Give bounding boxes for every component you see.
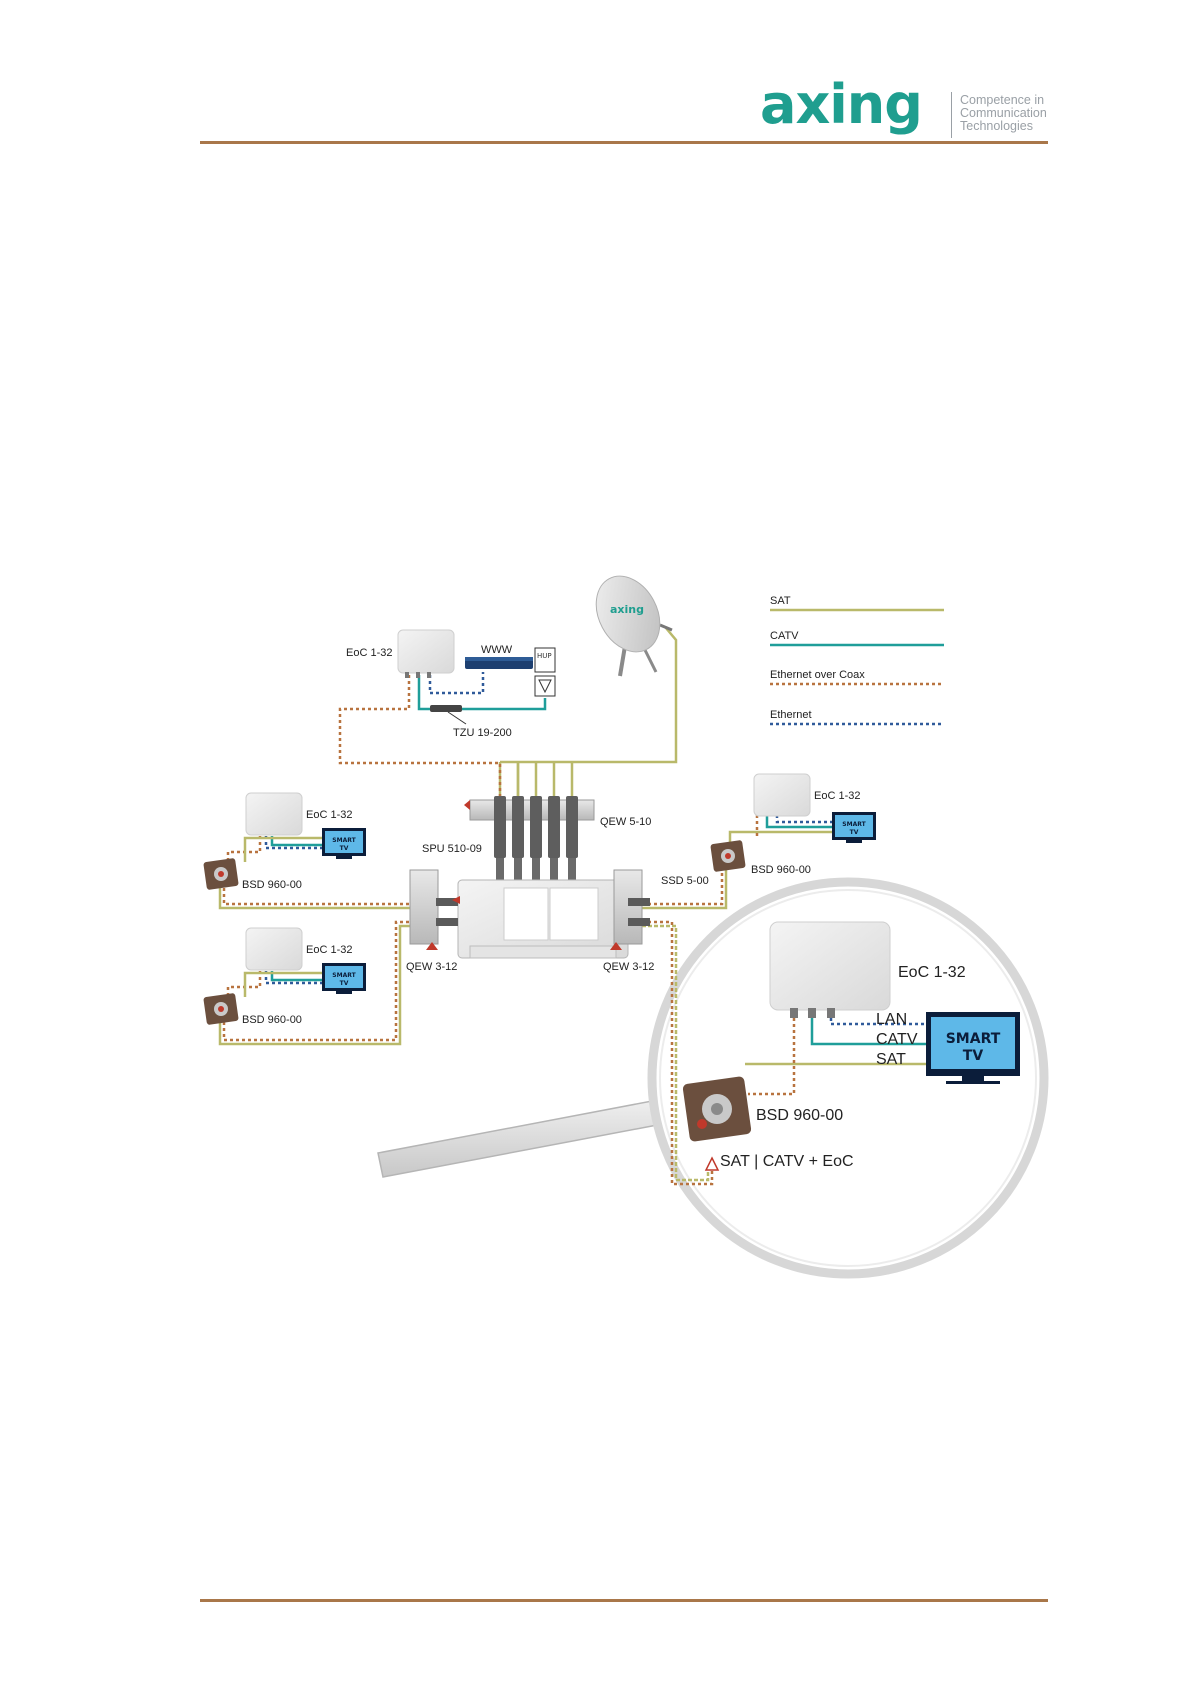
label-eoc-left-1: EoC 1-32 (306, 809, 352, 821)
eoc-box-left-1 (245, 792, 303, 836)
amplifier-icon (538, 679, 552, 694)
eoc-box-right (753, 773, 811, 817)
satellite-dish: axing (595, 575, 673, 677)
svg-text:SMART: SMART (332, 837, 356, 844)
qew-312-right (613, 869, 643, 945)
svg-text:TV: TV (850, 829, 859, 836)
zoom-label-bsd: BSD 960-00 (756, 1107, 843, 1124)
top-eoc-cluster: EoC 1-32 WWW HUP TZU 19-200 (346, 629, 556, 739)
magnifier (377, 877, 1049, 1279)
left-group-1: EoC 1-32 SMART TV BSD 960-00 (203, 792, 366, 891)
logo-separator (951, 92, 952, 138)
headend: QEW 5-10 SPU 510-09 QEW 3-12 QEW 3-12 SS… (406, 796, 709, 973)
zoom-label-catv: CATV (876, 1031, 918, 1048)
label-spu: SPU 510-09 (422, 843, 482, 855)
zoom-tv-text-1: SMART (946, 1031, 1001, 1047)
label-www: WWW (481, 644, 513, 656)
zoom-label-lan: LAN (876, 1011, 907, 1028)
socket-label: HUP (537, 652, 552, 660)
label-qew312-left: QEW 3-12 (406, 961, 457, 973)
left-group-2: EoC 1-32 SMART TV BSD 960-00 (203, 927, 366, 1026)
svg-text:TV: TV (340, 980, 349, 987)
label-eoc-left-2: EoC 1-32 (306, 944, 352, 956)
legend-catv-label: CATV (770, 630, 799, 642)
label-eoc-top: EoC 1-32 (346, 647, 392, 659)
tagline-line-3: Technologies (960, 119, 1033, 133)
wall-socket (534, 647, 556, 673)
eoc-box-left-2 (245, 927, 303, 971)
footer-rule (200, 1599, 1048, 1602)
zoom-label-sat: SAT (876, 1051, 906, 1068)
label-bsd-right: BSD 960-00 (751, 864, 811, 876)
label-ssd: SSD 5-00 (661, 875, 709, 887)
magnifier-ring (647, 877, 1049, 1279)
qew-312-left (409, 869, 439, 945)
logo-tagline: Competence in Communication Technologies (960, 94, 1047, 133)
legend-ethernet-label: Ethernet (770, 709, 812, 721)
zoom-label-input: SAT | CATV + EoC (720, 1153, 854, 1170)
label-qew312-right: QEW 3-12 (603, 961, 654, 973)
dish-logo: axing (610, 603, 644, 616)
label-bsd-left-1: BSD 960-00 (242, 879, 302, 891)
legend: SAT CATV Ethernet over Coax Ethernet (770, 595, 944, 726)
legend-sat-label: SAT (770, 595, 791, 607)
right-group: EoC 1-32 SMART TV BSD 960-00 (710, 773, 876, 876)
label-tzu: TZU 19-200 (453, 727, 512, 739)
tzu-filter (430, 705, 462, 712)
zoom-eoc-box (769, 921, 891, 1011)
dish-reflector (595, 575, 661, 653)
eoc-box-top (397, 629, 455, 674)
label-qew510: QEW 5-10 (600, 816, 651, 828)
tagline-line-2: Communication (960, 106, 1047, 120)
input-arrow-icon (704, 1156, 720, 1171)
legend-eoc-label: Ethernet over Coax (770, 669, 865, 681)
svg-text:SMART: SMART (842, 821, 866, 828)
label-bsd-left-2: BSD 960-00 (242, 1014, 302, 1026)
label-eoc-right: EoC 1-32 (814, 790, 860, 802)
zoom-detail: EoC 1-32 LAN CATV SAT SMART TV BSD 960-0… (682, 921, 1020, 1171)
zoom-label-eoc: EoC 1-32 (898, 964, 966, 981)
magnifier-handle (377, 1097, 674, 1178)
axing-logo: axing (760, 73, 923, 136)
tagline-line-1: Competence in (960, 93, 1045, 107)
header-rule (200, 141, 1048, 144)
svg-text:SMART: SMART (332, 972, 356, 979)
svg-text:TV: TV (340, 845, 349, 852)
cables (218, 627, 926, 1186)
zoom-tv-text-2: TV (963, 1048, 984, 1064)
